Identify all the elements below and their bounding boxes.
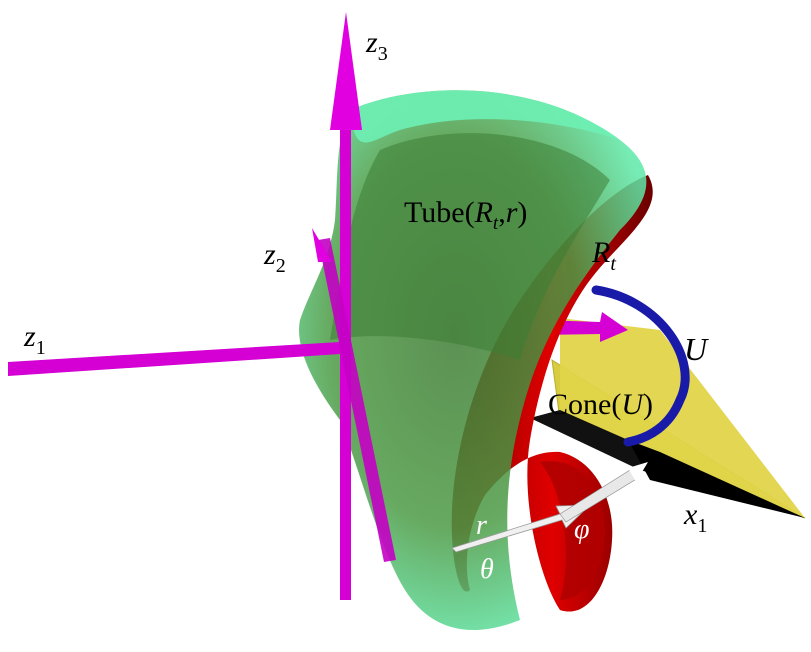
z3-label: z3 xyxy=(365,26,388,65)
z1-axis xyxy=(8,342,340,376)
phi-label: φ xyxy=(574,514,590,545)
r-label: r xyxy=(476,510,487,541)
torus-body xyxy=(451,175,653,612)
u-label: U xyxy=(684,331,709,367)
x1-small-arrowhead xyxy=(628,462,648,482)
z2-axis xyxy=(318,238,396,562)
tube-label: Tube(Rt,r) xyxy=(404,196,527,234)
tube-inner-shade xyxy=(330,133,610,360)
z3-arrowhead xyxy=(330,12,362,130)
cone-label: Cone(U) xyxy=(548,388,653,421)
theta-label: θ xyxy=(480,554,494,585)
z1-label: z1 xyxy=(23,320,46,359)
x1-label: x1 xyxy=(683,498,707,537)
rt-label: Rt xyxy=(591,236,616,275)
z2-label: z2 xyxy=(263,238,286,277)
x1-axis-arrowhead xyxy=(628,440,805,518)
inner-axis-arrow xyxy=(540,312,628,342)
z2-arrowhead xyxy=(312,228,332,262)
cone-surface-upper xyxy=(560,318,805,518)
u-arc xyxy=(591,285,690,447)
tube-rim-light xyxy=(350,90,620,143)
r-arrow xyxy=(451,504,592,553)
